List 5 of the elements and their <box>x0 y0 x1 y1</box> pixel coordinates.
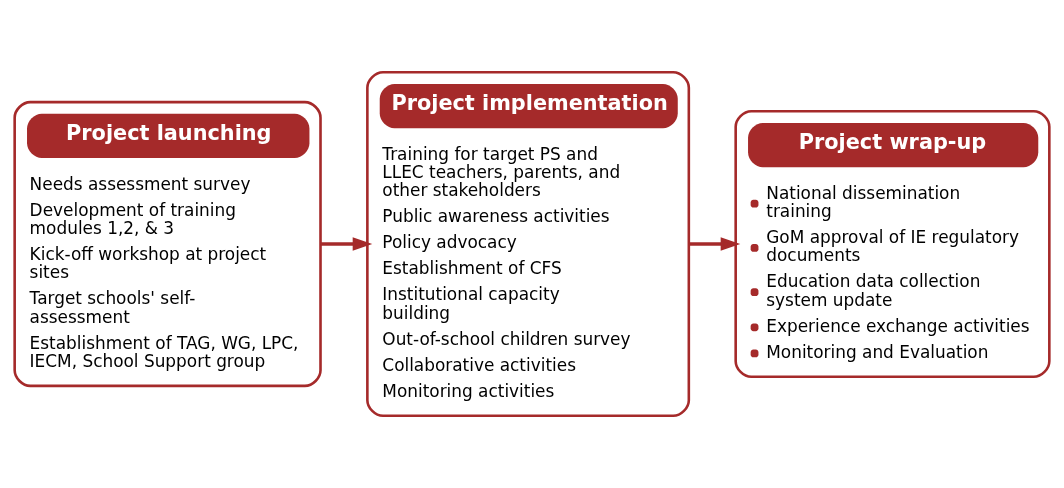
node-box: Project wrap-up National dissemination training GoM approval of IE regulatory documents Education data collection system update Experience exchange activities Monitoring and Evaluation <box>734 109 1051 379</box>
arrow <box>320 237 373 251</box>
node-box: Project launching Needs assessment survey Development of training modules 1,2, & 3 Kick-off workshop at project sites Target schools' self-assessment Establishment of TAG, WG, LPC, IECM, School Support group <box>13 100 322 388</box>
node-box: Project implementation Training for target PS and LLEC teachers, parents, and other stakeholders Public awareness activities Policy advocacy Establishment of CFS Institutional capacity building Out-of-school children survey Collaborative activities Monitoring activities <box>366 70 691 418</box>
arrow <box>689 237 741 251</box>
